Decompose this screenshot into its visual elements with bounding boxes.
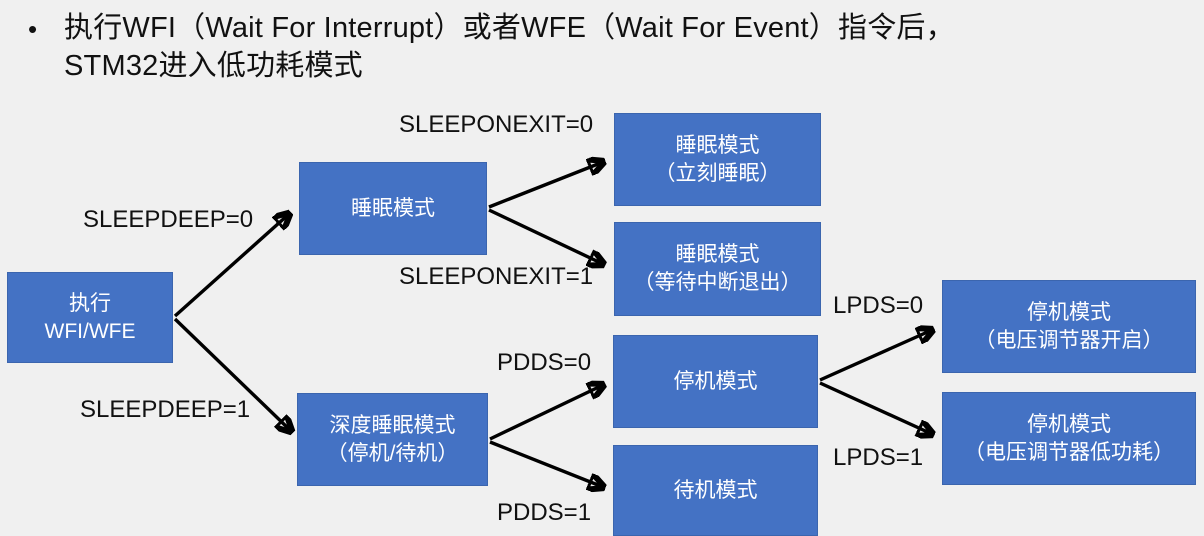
node-stop-mode: 停机模式 xyxy=(613,335,818,428)
node-sleep-mode: 睡眠模式 xyxy=(299,162,487,255)
arrow-deepsleep-to-stop xyxy=(489,385,603,441)
slide-title: 执行WFI（Wait For Interrupt）或者WFE（Wait For … xyxy=(64,9,1184,85)
node-label: （停机/待机） xyxy=(326,441,459,465)
node-label: 睡眠模式 xyxy=(675,133,760,157)
arrow-sleep-to-onexit xyxy=(488,208,603,264)
node-label: 停机模式 xyxy=(1027,300,1111,324)
edge-label-lpds0: LPDS=0 xyxy=(833,292,924,319)
node-label: 停机模式 xyxy=(673,369,758,393)
bullet-icon: • xyxy=(28,14,38,44)
arrow-stop-to-regon xyxy=(819,330,932,382)
edge-label-pdds0: PDDS=0 xyxy=(497,349,592,376)
edge-label-sleeponexit0: SLEEPONEXIT=0 xyxy=(399,111,594,138)
node-standby-mode: 待机模式 xyxy=(613,445,818,536)
node-deep-sleep-mode: 深度睡眠模式 （停机/待机） xyxy=(297,393,488,486)
arrow-stop-to-reglp xyxy=(819,381,932,434)
slide-title-line2: STM32进入低功耗模式 xyxy=(64,50,363,82)
node-sleep-on-exit: 睡眠模式 （等待中断退出） xyxy=(614,222,821,316)
edge-label-sleepdeep0: SLEEPDEEP=0 xyxy=(83,206,254,233)
edge-label-sleeponexit1: SLEEPONEXIT=1 xyxy=(399,263,594,290)
arrow-sleep-to-immediate xyxy=(488,162,603,209)
arrow-deepsleep-to-standby xyxy=(489,440,603,487)
node-label: 停机模式 xyxy=(1027,412,1111,436)
node-exec-wfi-wfe: 执行 WFI/WFE xyxy=(7,272,173,363)
edge-label-lpds1: LPDS=1 xyxy=(833,444,924,471)
node-stop-regulator-on: 停机模式 （电压调节器开启） xyxy=(942,280,1196,373)
node-label: WFI/WFE xyxy=(44,319,136,343)
node-sleep-immediate: 睡眠模式 （立刻睡眠） xyxy=(614,113,821,206)
node-label: （立刻睡眠） xyxy=(654,161,781,185)
edge-label-pdds1: PDDS=1 xyxy=(497,499,592,526)
edge-label-sleepdeep1: SLEEPDEEP=1 xyxy=(80,396,251,423)
node-label: 睡眠模式 xyxy=(351,196,435,220)
node-label: 睡眠模式 xyxy=(675,243,760,267)
node-label: 执行 xyxy=(69,291,111,315)
node-stop-regulator-lp: 停机模式 （电压调节器低功耗） xyxy=(942,392,1196,485)
node-label: 待机模式 xyxy=(673,478,758,502)
node-label: 深度睡眠模式 xyxy=(329,413,456,437)
slide-title-line1: 执行WFI（Wait For Interrupt）或者WFE（Wait For … xyxy=(64,12,955,44)
node-label: （电压调节器开启） xyxy=(974,328,1164,352)
node-label: （等待中断退出） xyxy=(633,271,802,294)
node-label: （电压调节器低功耗） xyxy=(964,440,1174,464)
